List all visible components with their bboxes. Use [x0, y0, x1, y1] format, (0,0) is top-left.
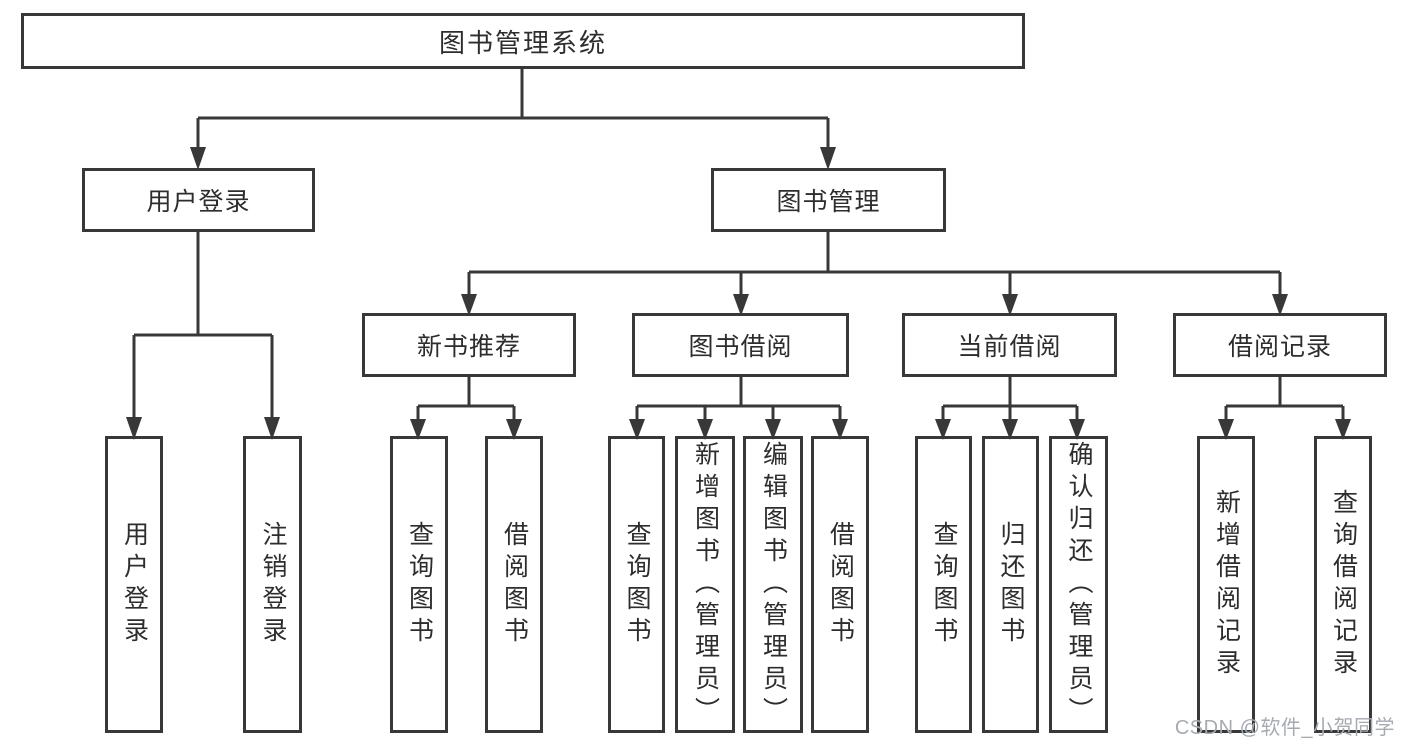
node-root-label: 图书管理系统 [438, 27, 607, 58]
leaf-current-confirm-return: 确认归还（管理员） [1049, 436, 1108, 733]
leaf-record-add: 新增借阅记录 [1197, 436, 1255, 733]
leaf-recommend-query-book-label: 查询图书 [405, 520, 434, 649]
leaf-borrow-edit-book-label: 编辑图书（管理员） [759, 440, 788, 729]
node-book-management-label: 图书管理 [776, 188, 881, 216]
leaf-record-add-label: 新增借阅记录 [1212, 488, 1241, 681]
node-borrow-record-label: 借阅记录 [1227, 333, 1332, 361]
leaf-borrow-add-book-label: 新增图书（管理员） [691, 440, 720, 729]
leaf-current-return-book: 归还图书 [982, 436, 1039, 733]
connector-borrow-record-children [1218, 375, 1351, 440]
leaf-user-login: 用户登录 [105, 436, 163, 733]
leaf-record-query-label: 查询借阅记录 [1329, 488, 1358, 681]
leaf-current-return-book-label: 归还图书 [997, 520, 1025, 649]
node-book-management: 图书管理 [711, 168, 946, 232]
connector-book-management-children [461, 230, 1288, 316]
node-new-book-recommend-label: 新书推荐 [416, 333, 521, 361]
connector-new-book-recommend-children [410, 375, 522, 440]
node-book-borrow: 图书借阅 [632, 313, 849, 377]
connector-root-to-level2 [190, 66, 836, 170]
connector-current-borrow-children [935, 375, 1085, 440]
node-borrow-record: 借阅记录 [1173, 313, 1387, 377]
leaf-current-confirm-return-label: 确认归还（管理员） [1065, 440, 1093, 729]
node-user-login: 用户登录 [82, 168, 315, 232]
node-new-book-recommend: 新书推荐 [362, 313, 576, 377]
leaf-logout: 注销登录 [243, 436, 302, 733]
leaf-borrow-query-book-label: 查询图书 [623, 520, 651, 649]
node-book-borrow-label: 图书借阅 [688, 333, 793, 361]
leaf-recommend-borrow-book: 借阅图书 [485, 436, 543, 733]
leaf-current-query-book: 查询图书 [915, 436, 972, 733]
leaf-borrow-edit-book: 编辑图书（管理员） [743, 436, 803, 733]
node-root: 图书管理系统 [21, 13, 1025, 69]
connector-book-borrow-children [629, 375, 848, 440]
leaf-logout-label: 注销登录 [259, 520, 287, 649]
leaf-borrow-borrow-book: 借阅图书 [811, 436, 869, 733]
leaf-record-query: 查询借阅记录 [1314, 436, 1372, 733]
connector-user-login-children [126, 230, 280, 440]
node-current-borrow: 当前借阅 [902, 313, 1117, 377]
leaf-recommend-borrow-book-label: 借阅图书 [500, 520, 529, 649]
leaf-current-query-book-label: 查询图书 [930, 520, 958, 649]
leaf-borrow-add-book: 新增图书（管理员） [675, 436, 735, 733]
leaf-borrow-borrow-book-label: 借阅图书 [826, 520, 855, 649]
node-current-borrow-label: 当前借阅 [957, 333, 1062, 361]
node-user-login-label: 用户登录 [146, 188, 251, 216]
leaf-recommend-query-book: 查询图书 [390, 436, 448, 733]
watermark: CSDN @软件_小贺同学 [1174, 717, 1395, 739]
leaf-user-login-label: 用户登录 [120, 520, 149, 649]
leaf-borrow-query-book: 查询图书 [608, 436, 665, 733]
